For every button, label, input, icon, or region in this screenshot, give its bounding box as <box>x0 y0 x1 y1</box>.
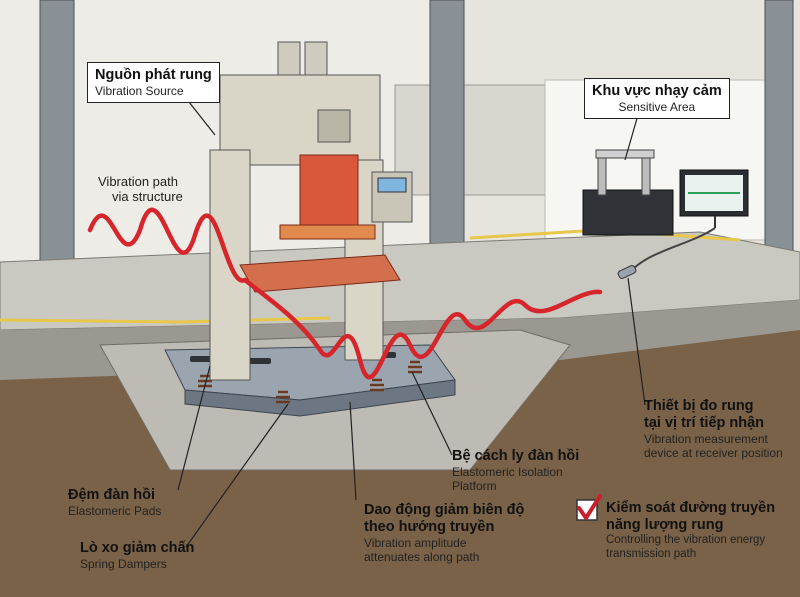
label-en: Sensitive Area <box>618 100 696 115</box>
label-en: device at receiver position <box>644 446 783 461</box>
label-vibration-source: Nguồn phát rung Vibration Source <box>87 62 220 104</box>
label-vi: Thiết bị đo rung <box>644 398 754 414</box>
label-spring-dampers: Lò xo giảm chấn Spring Dampers <box>80 540 194 571</box>
label-vi: Kiểm soát đường truyền <box>606 500 776 516</box>
vibration-wave <box>87 207 603 380</box>
label-elastomeric-pads: Đệm đàn hồi Elastomeric Pads <box>68 487 161 518</box>
label-vi: theo hướng truyền <box>364 519 495 536</box>
cmm-machine <box>582 149 674 236</box>
label-vi: tại vị trí tiếp nhận <box>644 415 765 432</box>
label-en: Controlling the vibration energy <box>606 534 766 547</box>
spring-damper <box>370 378 384 392</box>
label-measurement-device: Thiết bị đo rung tại vị trí tiếp nhận Vi… <box>644 398 783 461</box>
label-vi: Đệm đàn hồi <box>68 487 156 503</box>
leader-platform <box>411 371 453 456</box>
label-en: Elastomeric Pads <box>68 504 162 519</box>
cmm-pillar <box>641 154 651 196</box>
label-transmission-control: Kiểm soát đường truyền năng lượng rung C… <box>606 500 775 561</box>
vibration-monitor <box>617 169 749 279</box>
label-vibration-path: Vibration path via structure <box>98 174 183 205</box>
background-cabinets <box>394 84 556 196</box>
label-en: Platform <box>452 479 497 494</box>
access-panel <box>317 109 351 143</box>
elastomeric-pad <box>245 358 271 364</box>
label-sensitive-area: Khu vực nhạy cảm Sensitive Area <box>584 78 730 120</box>
spring-damper <box>276 390 290 404</box>
label-en: Spring Dampers <box>80 557 167 572</box>
press-die <box>279 224 376 240</box>
label-vi: Bệ cách ly đàn hồi <box>452 448 580 464</box>
label-en: Vibration amplitude <box>364 536 467 551</box>
floor-slab <box>0 231 800 331</box>
label-vi: Nguồn phát rung <box>95 67 212 83</box>
label-vi: năng lượng rung <box>606 517 724 534</box>
cmm-base <box>582 189 674 236</box>
cmm-pillar <box>597 154 607 196</box>
label-amplitude-attenuation: Dao động giảm biên độ theo hướng truyền … <box>364 502 524 565</box>
label-vi: Dao động giảm biên độ <box>364 502 525 518</box>
steel-column-middle <box>429 0 465 286</box>
spring-damper <box>408 360 422 374</box>
label-isolation-platform: Bệ cách ly đàn hồi Elastomeric Isolation… <box>452 448 579 493</box>
press-ram <box>299 154 359 231</box>
leader-attenuate <box>349 401 357 501</box>
leader-springs <box>185 403 289 548</box>
vibration-sensor <box>617 265 637 279</box>
steel-column-right <box>764 0 794 271</box>
label-en: via structure <box>112 189 183 205</box>
press-machine <box>209 41 413 381</box>
control-screen <box>377 177 407 193</box>
label-en: Vibration Source <box>95 84 184 99</box>
floor-safety-line <box>0 316 331 324</box>
label-en: Elastomeric Isolation <box>452 465 563 480</box>
label-en: Vibration measurement <box>644 432 768 447</box>
leader-pads <box>177 365 211 491</box>
label-en: Vibration path <box>98 174 178 189</box>
label-vi: Khu vực nhạy cảm <box>592 83 722 99</box>
isolation-platform-edge <box>184 379 456 417</box>
label-en: transmission path <box>606 547 697 560</box>
label-vi: Lò xo giảm chấn <box>80 540 195 556</box>
leader-device <box>627 277 646 406</box>
label-en: attenuates along path <box>364 550 480 565</box>
check-icon <box>576 494 602 521</box>
spring-dampers <box>198 360 422 404</box>
sensor-cable <box>629 227 716 273</box>
cmm-bridge <box>595 149 655 159</box>
